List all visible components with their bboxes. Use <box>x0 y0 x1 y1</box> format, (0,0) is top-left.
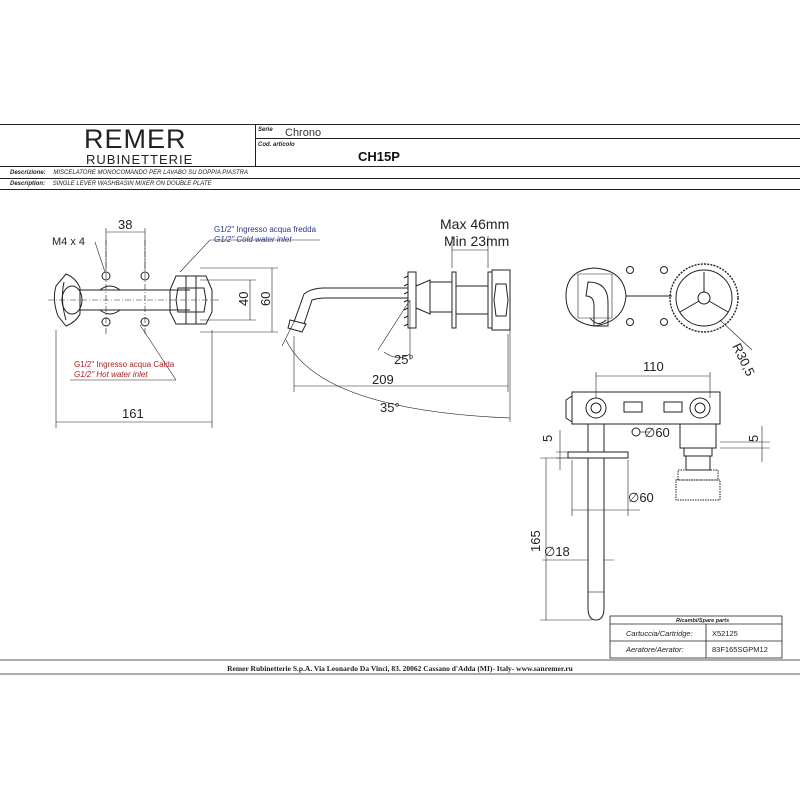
dim-40: 40 <box>236 292 251 306</box>
header-top-border <box>0 124 800 125</box>
front-body <box>80 289 190 311</box>
top-screw-3 <box>660 266 668 274</box>
top-screw-4 <box>660 318 668 326</box>
hot-inlet-it: G1/2" Ingresso acqua Calda <box>74 360 175 369</box>
spout <box>293 287 408 325</box>
description-divider <box>0 178 800 179</box>
radius-r30: R30,5 <box>729 341 758 379</box>
cartridge-value: X52125 <box>712 629 738 638</box>
description-it-text: MISCELATORE MONOCOMANDO PER LAVABO SU DO… <box>53 170 248 176</box>
front-view <box>48 228 320 428</box>
top-screw-1 <box>626 266 634 274</box>
screw-top-left <box>101 271 111 281</box>
dia-60-bottom: ∅60 <box>628 490 654 505</box>
plan-body <box>571 391 721 425</box>
max-depth: Max 46mm <box>440 216 509 232</box>
dim-209: 209 <box>372 372 394 387</box>
knurled-handle <box>407 271 417 329</box>
cold-inlet-en: G1/2" Cold water inlet <box>214 235 292 244</box>
plan-knurl <box>677 469 719 481</box>
dim-60-front: 60 <box>258 292 273 306</box>
front-left-handle <box>53 273 81 327</box>
dim-165: 165 <box>528 530 543 552</box>
aerator-value: 83F165SGPM12 <box>712 645 768 654</box>
description-it: Descrizione: MISCELATORE MONOCOMANDO PER… <box>10 170 248 176</box>
dim-161: 161 <box>122 406 144 421</box>
footer-top-border <box>0 659 800 675</box>
side-front-plate <box>451 271 457 329</box>
spare-title: Ricambi/Spare parts <box>676 618 729 624</box>
header-bottom-border <box>0 166 800 167</box>
plan-view <box>540 372 770 621</box>
angle-25: 25° <box>394 352 414 367</box>
cartridge-label: Cartuccia/Cartridge: <box>626 629 693 638</box>
thread-m4: M4 x 4 <box>52 236 85 248</box>
series-label: Serie <box>258 127 273 133</box>
hot-inlet-en: G1/2" Hot water inlet <box>74 370 148 379</box>
dim-38: 38 <box>118 217 132 232</box>
dimension-labels: 38 M4 x 4 G1/2" Ingresso acqua fredda G1… <box>52 216 761 559</box>
dim-5-right: 5 <box>746 435 761 442</box>
header-column-divider <box>255 124 256 166</box>
top-screw-2 <box>626 318 634 326</box>
knurled-wheel <box>669 263 739 333</box>
description-en: Description: SINGLE LEVER WASHBASIN MIXE… <box>10 181 212 187</box>
spare-parts-table <box>609 615 783 659</box>
min-depth: Min 23mm <box>444 233 509 249</box>
header-row-divider <box>255 138 800 139</box>
code-label: Cod. articolo <box>258 142 295 148</box>
side-body <box>429 281 453 313</box>
dim-110: 110 <box>643 359 664 374</box>
top-view <box>565 263 753 351</box>
side-wall-plate <box>487 271 493 329</box>
spare-parts-text: Ricambi/Spare parts Cartuccia/Cartridge:… <box>625 618 768 654</box>
plan-wall-plate <box>567 451 629 459</box>
dim-5-left: 5 <box>540 435 555 442</box>
description-en-text: SINGLE LEVER WASHBASIN MIXER ON DOUBLE P… <box>52 181 212 187</box>
front-right-handle <box>169 275 213 325</box>
brand-subtitle: RUBINETTERIE <box>86 152 194 167</box>
series-value: Chrono <box>285 127 322 139</box>
description-en-label: Description: <box>10 181 46 187</box>
description-bottom-border <box>0 189 800 190</box>
footer-address: Remer Rubinetterie S.p.A. Via Leonardo D… <box>227 664 573 673</box>
side-view <box>281 236 511 422</box>
description-it-label: Descrizione: <box>10 170 46 176</box>
plan-spout <box>587 458 605 621</box>
top-left-rosette <box>565 267 627 327</box>
screw-top-right <box>140 271 150 281</box>
code-value: CH15P <box>358 149 400 164</box>
angle-35: 35° <box>380 400 400 415</box>
dia-60-top: ∅60 <box>644 425 670 440</box>
brand-logo: REMER <box>84 124 187 154</box>
cold-inlet-it: G1/2" Ingresso acqua fredda <box>214 225 317 234</box>
side-rear-handle <box>491 269 511 331</box>
dia-18: ∅18 <box>544 544 570 559</box>
aerator-label: Aeratore/Aerator: <box>625 645 684 654</box>
